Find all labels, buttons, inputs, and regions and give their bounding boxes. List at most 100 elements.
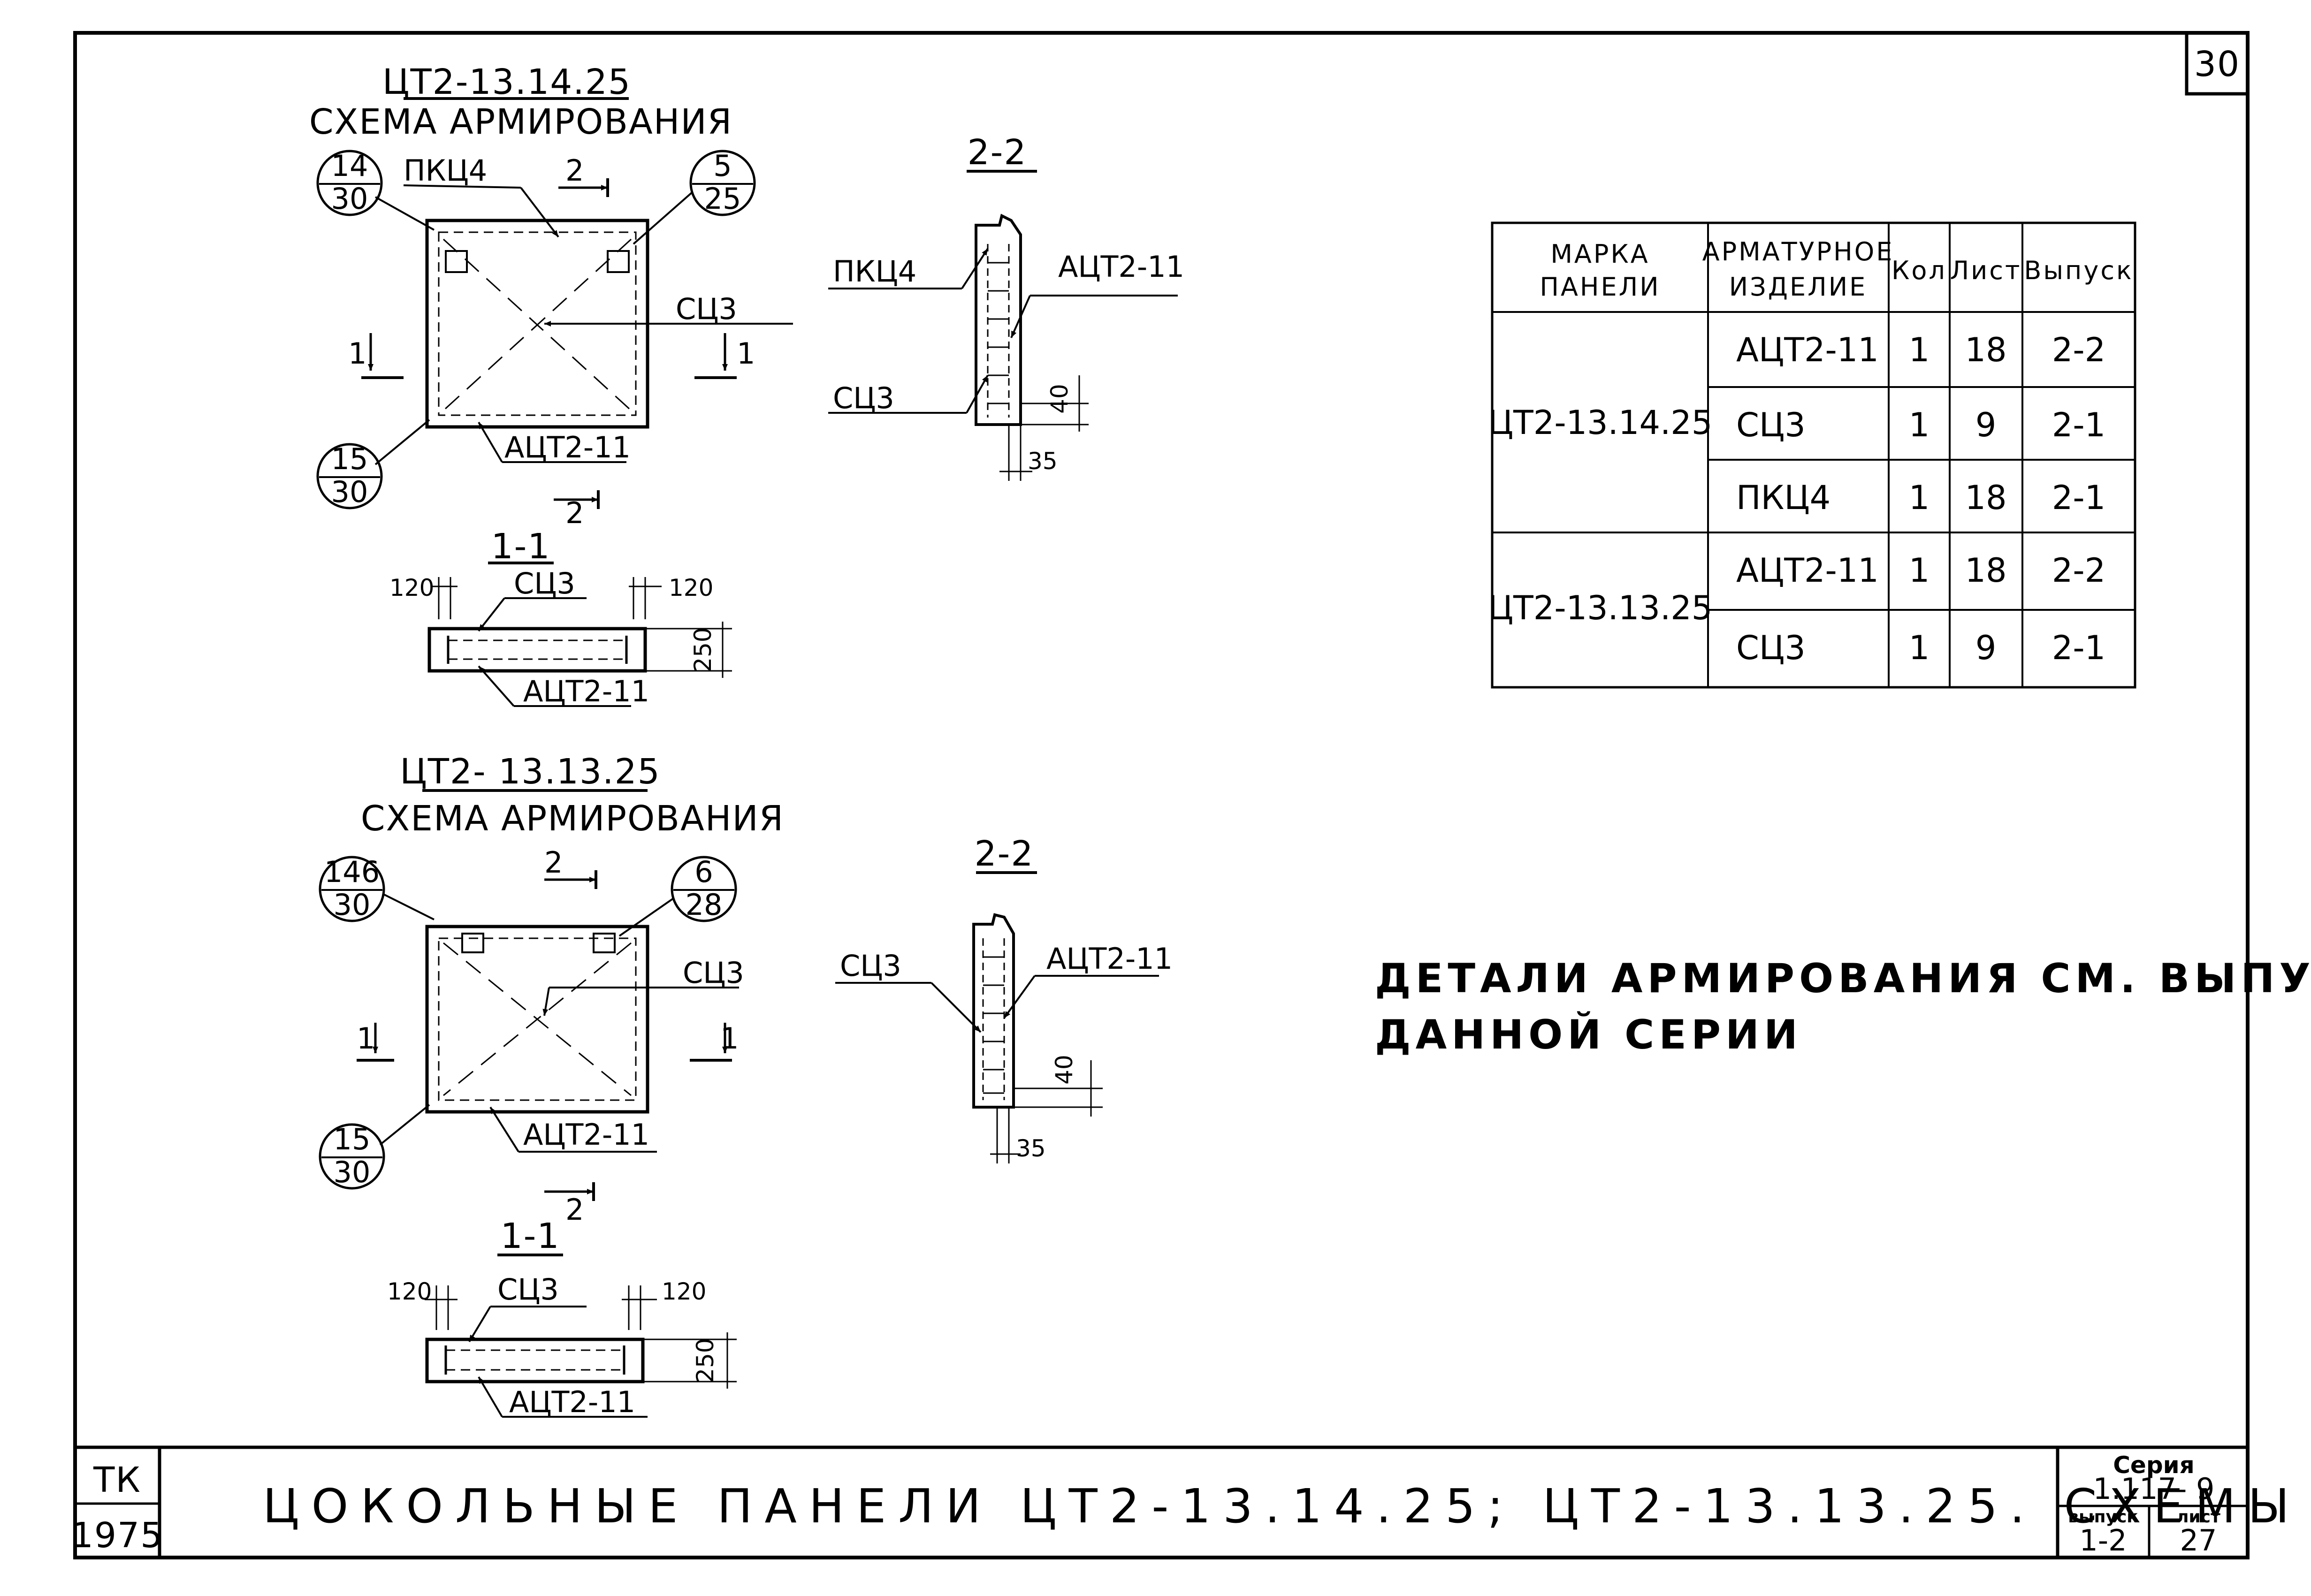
label-atst-2: АЦТ2-11: [523, 1117, 649, 1152]
callout-bl-1: 15 30: [316, 419, 430, 509]
series-value: 1.117- 9: [2093, 1472, 2214, 1506]
scheme-label-2: СХЕМА АРМИРОВАНИЯ: [361, 798, 784, 839]
label-b: СЦ3: [840, 949, 901, 983]
callout-bottom: 30: [331, 182, 368, 216]
cell-qty: 1: [1909, 406, 1930, 444]
cell-item: АЦТ2-11: [1736, 551, 1879, 590]
panel-mark-1: ЦТ2-13.14.25: [382, 62, 631, 102]
callout-bottom: 28: [686, 888, 723, 922]
callout-top: 146: [324, 855, 380, 889]
dim-right: 120: [669, 574, 713, 601]
lift-loop-right-2: [593, 933, 616, 953]
leader: [542, 987, 550, 1016]
callout-bl-2: 15 30: [319, 1104, 430, 1190]
leader: [489, 1106, 519, 1153]
dim-35: 35: [1016, 1135, 1046, 1162]
callout-tl-2: 146 30: [319, 855, 435, 922]
cell-sheet: 18: [1965, 479, 2006, 517]
section-2-2-bottom: 2-2 СЦ3 АЦТ2-11 40 35: [835, 834, 1173, 1163]
cut-2-bottom-1: 2: [565, 496, 584, 530]
table-row: ПКЦ4 1 18 2-1: [1736, 479, 2105, 517]
cut-1-right-1: 1: [737, 336, 755, 371]
section-2-2-top: 2-2 ПКЦ4 СЦ3 АЦТ2-11 40: [828, 132, 1184, 481]
cell-sheet: 18: [1965, 551, 2006, 590]
section-title: 2-2: [968, 132, 1027, 173]
table-row: СЦ3 1 9 2-1: [1736, 406, 2105, 444]
section-1-1-top: 1-1 120 120 СЦ3 250 АЦТ2-11: [389, 526, 732, 708]
table-row: СЦ3 1 9 2-1: [1736, 629, 2105, 667]
header-item-2: ИЗДЕЛИЕ: [1729, 272, 1867, 302]
scheme-label-1: СХЕМА АРМИРОВАНИЯ: [309, 102, 732, 142]
panel-drawing-1: ЦТ2-13.14.25 СХЕМА АРМИРОВАНИЯ 14 30 5 2…: [309, 62, 1184, 708]
section-1-1-bottom: 1-1 120 120 СЦ3 250 АЦТ2-11: [387, 1216, 737, 1419]
year: 1975: [71, 1515, 163, 1556]
callout-top: 15: [331, 442, 368, 476]
cut-1-left-1: 1: [348, 336, 366, 371]
cell-issue: 2-2: [2052, 331, 2105, 369]
sheet-frame: [73, 31, 2250, 1559]
callout-top: 15: [334, 1122, 371, 1156]
specification-table: МАРКА ПАНЕЛИ АРМАТУРНОЕ ИЗДЕЛИЕ Кол Лист…: [1488, 221, 2136, 689]
dim-left: 120: [387, 1278, 432, 1305]
sheet-value: 27: [2180, 1523, 2217, 1558]
table-row: АЦТ2-11 1 18 2-2: [1736, 551, 2105, 590]
leader: [403, 184, 521, 189]
lift-loop-left-2: [461, 933, 484, 953]
cell-issue: 2-1: [2052, 406, 2105, 444]
sheet-number: 30: [2194, 44, 2240, 84]
dim-40: 40: [1051, 1055, 1078, 1085]
label-bottom: АЦТ2-11: [509, 1385, 635, 1419]
cell-qty: 1: [1909, 479, 1930, 517]
callout-bottom: 25: [704, 182, 741, 216]
label-c: АЦТ2-11: [1046, 942, 1173, 976]
panel-drawing-2: ЦТ2- 13.13.25 СХЕМА АРМИРОВАНИЯ 146 30 6…: [319, 752, 1173, 1419]
dim-35: 35: [1028, 448, 1058, 475]
section-title: 1-1: [491, 526, 551, 567]
header-issue: Выпуск: [2024, 256, 2133, 285]
cut-1-left-2: 1: [357, 1021, 375, 1056]
cell-item: СЦ3: [1736, 629, 1806, 667]
cell-issue: 2-1: [2052, 629, 2105, 667]
lift-loop-left-1: [445, 250, 468, 273]
header-mark-1: МАРКА: [1550, 239, 1649, 269]
group-1-mark: ЦТ2-13.14.25: [1488, 403, 1713, 442]
callout-tr-2: 6 28: [618, 855, 737, 937]
cut-2-top-1: 2: [565, 153, 584, 188]
section-title: 1-1: [501, 1216, 560, 1256]
callout-top: 6: [694, 855, 713, 889]
note-line-2: ДАННОЙ СЕРИИ: [1375, 1011, 1802, 1058]
sheet-label: лист: [2176, 1507, 2220, 1527]
leader: [478, 421, 503, 463]
header-qty: Кол: [1892, 256, 1947, 285]
cut-1-right-2: 1: [720, 1021, 739, 1056]
reinforcement-frame-2: [438, 937, 637, 1101]
table-border: [1491, 221, 2136, 689]
cell-qty: 1: [1909, 331, 1930, 369]
callout-bottom: 30: [334, 888, 371, 922]
cell-qty: 1: [1909, 551, 1930, 590]
panel-outline-2: [425, 925, 649, 1114]
diagonal-b-1: [442, 238, 632, 411]
drawing-title: ЦОКОЛЬНЫЕ ПАНЕЛИ ЦТ2-13.14.25; ЦТ2-13.13…: [263, 1479, 2311, 1534]
cell-item: АЦТ2-11: [1736, 331, 1879, 369]
diagonal-b-2: [443, 942, 632, 1096]
label-sts3-1: СЦ3: [676, 292, 737, 326]
leader: [520, 187, 559, 238]
label-top: СЦ3: [497, 1272, 559, 1307]
cell-sheet: 9: [1975, 406, 1997, 444]
cell-item: ПКЦ4: [1736, 479, 1830, 517]
callout-top: 5: [713, 149, 732, 183]
cell-issue: 2-1: [2052, 479, 2105, 517]
cell-qty: 1: [1909, 629, 1930, 667]
lift-loop-right-1: [607, 250, 630, 273]
label-sts3-2: СЦ3: [683, 956, 744, 990]
callout-bottom: 30: [331, 475, 368, 509]
label-a: ПКЦ4: [833, 254, 916, 289]
org-code: ТК: [93, 1460, 141, 1500]
label-c: АЦТ2-11: [1058, 250, 1184, 284]
label-bottom: АЦТ2-11: [523, 674, 649, 708]
cell-item: СЦ3: [1736, 406, 1806, 444]
cell-issue: 2-2: [2052, 551, 2105, 590]
